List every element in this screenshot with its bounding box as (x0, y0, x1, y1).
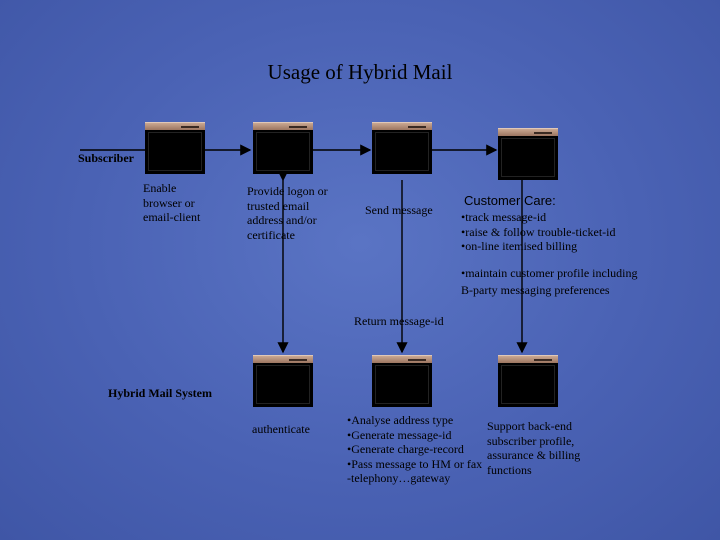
terminal-analyse (372, 355, 432, 407)
authenticate-text: authenticate (252, 422, 310, 436)
care-title: Customer Care: (464, 193, 556, 208)
analyse-text: •Analyse address type •Generate message-… (347, 413, 483, 485)
system-label: Hybrid Mail System (108, 386, 212, 400)
terminal-care (498, 128, 558, 180)
enable-text: Enable browser or email-client (143, 181, 201, 224)
terminal-enable (145, 122, 205, 174)
page-title: Usage of Hybrid Mail (267, 60, 453, 84)
provide-text: Provide logon or trusted email address a… (247, 184, 328, 242)
care-items: •track message-id •raise & follow troubl… (461, 210, 616, 253)
support-text: Support back-end subscriber profile, ass… (487, 419, 581, 477)
terminal-send (372, 122, 432, 174)
subscriber-label: Subscriber (78, 151, 135, 165)
care-extra: •maintain customer profile including B-p… (461, 266, 638, 297)
return-text: Return message-id (354, 314, 444, 328)
terminal-authenticate (253, 355, 313, 407)
send-text: Send message (365, 203, 433, 217)
terminal-logon (253, 122, 313, 174)
terminal-support (498, 355, 558, 407)
